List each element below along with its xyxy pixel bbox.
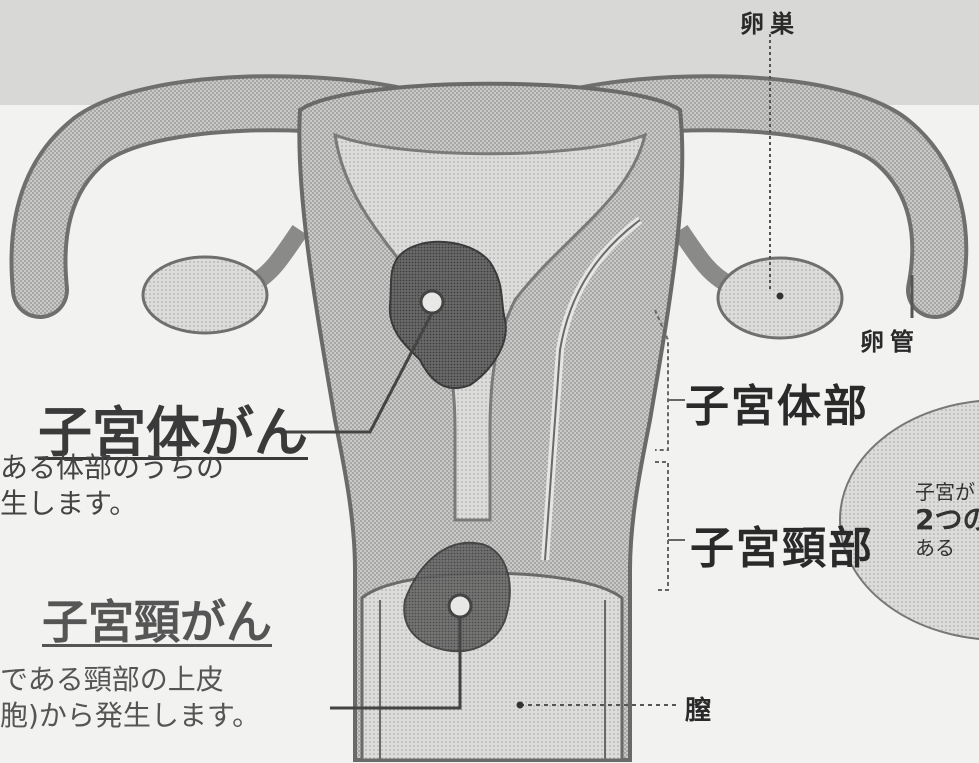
cervical-cancer-desc: である頸部の上皮 胞)から発生します。 bbox=[0, 662, 260, 734]
cervical-cancer-title: 子宮頸がん bbox=[42, 586, 272, 652]
cervical-cancer-desc-line2: 胞)から発生します。 bbox=[0, 698, 260, 734]
cervix-label: 子宮頸部 bbox=[690, 512, 874, 576]
fallopian-tube-label: 卵管 bbox=[860, 322, 920, 357]
bubble-text: 子宮が 2つの ある bbox=[915, 478, 979, 562]
bubble-line3: ある bbox=[915, 534, 979, 562]
bubble-line1: 子宮が bbox=[915, 478, 979, 506]
uterine-body-cancer-desc-line2: 生します。 bbox=[0, 486, 224, 522]
cervical-cancer-desc-line1: である頸部の上皮 bbox=[0, 662, 260, 698]
bubble-line2: 2つの bbox=[915, 506, 979, 534]
uterine-body-label: 子宮体部 bbox=[685, 370, 869, 434]
vagina-label: 膣 bbox=[685, 690, 711, 727]
ovary-label: 卵巣 bbox=[740, 4, 800, 39]
left-ovary bbox=[143, 257, 267, 333]
uterine-body-cancer-desc: ある体部のうちの 生します。 bbox=[0, 450, 224, 522]
uterine-body-cancer-desc-line1: ある体部のうちの bbox=[0, 450, 224, 486]
